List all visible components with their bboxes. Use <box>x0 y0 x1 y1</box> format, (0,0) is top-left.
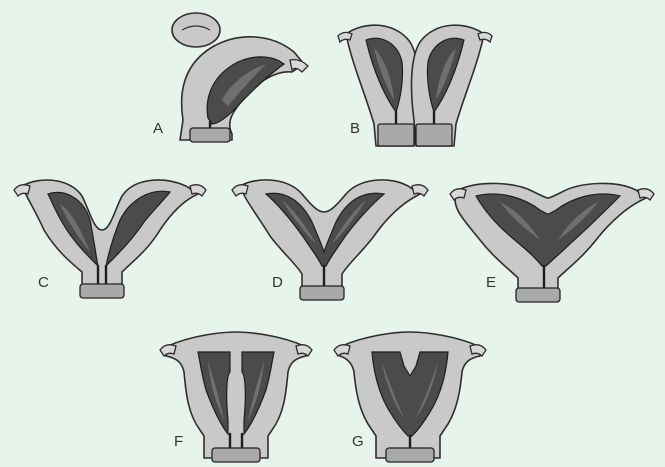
label-a: A <box>153 120 163 137</box>
figure-f-body <box>166 332 306 458</box>
figure-g-cervix <box>386 448 434 462</box>
label-f: F <box>174 433 183 450</box>
figure-e-cervix <box>516 288 560 302</box>
figure-a-cervix <box>190 128 230 142</box>
figure-d-bicornuate-partial <box>232 180 428 300</box>
label-d: D <box>272 274 283 291</box>
figure-a-rudimentary-horn <box>172 13 220 47</box>
figure-a-unicornuate <box>172 13 308 142</box>
figure-f-cervix <box>212 448 260 462</box>
label-g: G <box>352 433 364 450</box>
figure-b-right-cervix <box>416 124 452 146</box>
label-b: B <box>350 120 360 137</box>
figure-e-arcuate <box>450 183 654 302</box>
figure-c-cervix <box>80 284 124 298</box>
figure-b-left-cervix <box>378 124 414 146</box>
figure-d-cervix <box>300 286 344 300</box>
label-e: E <box>486 274 496 291</box>
label-c: C <box>38 274 49 291</box>
figure-b-didelphys <box>338 25 492 146</box>
